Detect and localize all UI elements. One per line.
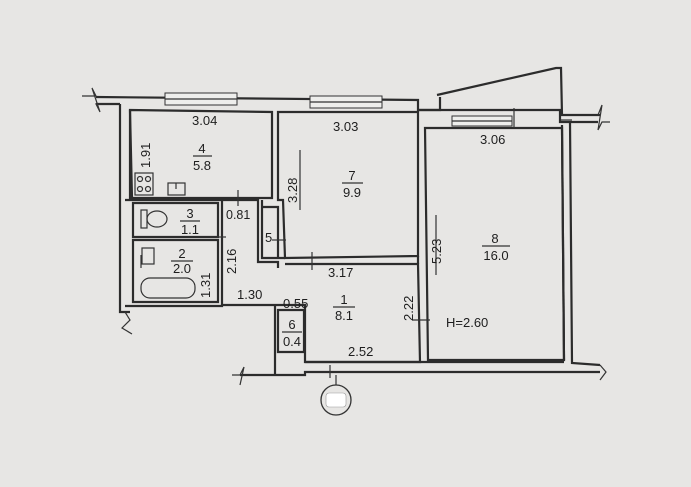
break-mark-left: [121, 311, 133, 335]
room-4-number: 4: [198, 141, 205, 156]
outer-wall-top: [95, 95, 442, 112]
bathtub-icon: [140, 247, 196, 299]
room-1-depth: 2.22: [401, 296, 416, 321]
room-4-depth: 1.91: [138, 143, 153, 168]
room-1-width: 3.17: [328, 265, 353, 280]
corridor-wall-1: [222, 198, 280, 268]
toilet-icon: [140, 209, 168, 229]
room-2-depth: 2.16: [224, 249, 239, 274]
room-8-depth: 5.23: [429, 239, 444, 264]
room-8-width: 3.06: [480, 132, 505, 147]
room-6-area: 0.4: [283, 334, 301, 349]
room-2-number: 2: [178, 246, 185, 261]
outer-wall-left: [118, 104, 130, 314]
corridor-wall-2: [260, 200, 285, 260]
room-4-area: 5.8: [193, 158, 211, 173]
break-mark-bottom-right: [599, 364, 607, 381]
room-2-walls: [131, 238, 220, 304]
balcony-outline: [436, 66, 600, 117]
room-3-area: 1.1: [181, 222, 199, 237]
break-marks: [82, 87, 610, 386]
room-1-walls: [222, 262, 422, 364]
room-3-walls: [131, 201, 220, 239]
room-7-number: 7: [348, 168, 355, 183]
bath-block-outer: [125, 198, 224, 308]
outer-wall-bottom: [240, 370, 600, 377]
outer-wall-right: [568, 121, 601, 367]
ceiling-height: H=2.60: [446, 315, 488, 330]
room-7-depth: 3.28: [285, 178, 300, 203]
walls: [95, 66, 601, 377]
room-1-bottom: 2.52: [348, 344, 373, 359]
room-5-walls: [262, 205, 280, 258]
room-4-width: 3.04: [192, 113, 217, 128]
compass-icon: [320, 375, 352, 416]
windows: [164, 92, 515, 128]
room-6-number: 6: [288, 317, 295, 332]
sink-icon: [167, 182, 186, 196]
stove-icon: [134, 172, 154, 196]
door-ticks: [210, 119, 572, 378]
room-3-number: 3: [186, 206, 193, 221]
room-1-area: 8.1: [335, 308, 353, 323]
room-4-walls: [128, 108, 274, 200]
room-8-number: 8: [491, 231, 498, 246]
room-7-area: 9.9: [343, 185, 361, 200]
room-7-width: 3.03: [333, 119, 358, 134]
room-1-extra-1: 1.30: [237, 287, 262, 302]
room-2-area: 2.0: [173, 261, 191, 276]
room-6-walls: [276, 308, 306, 354]
break-mark-bottom-left: [232, 366, 245, 386]
room-8-area: 16.0: [483, 248, 508, 263]
break-mark-top-left: [82, 87, 110, 113]
room-8-walls: [423, 126, 566, 362]
room-1-number: 1: [340, 292, 347, 307]
outer-wall-top-right: [418, 108, 598, 124]
room-5-number: 5: [265, 230, 272, 245]
break-mark-top-right: [597, 104, 610, 131]
room-1-extra-2: 0.55: [283, 296, 308, 311]
room-2-width: 1.31: [198, 273, 213, 298]
room-3-width: 0.81: [226, 208, 250, 222]
